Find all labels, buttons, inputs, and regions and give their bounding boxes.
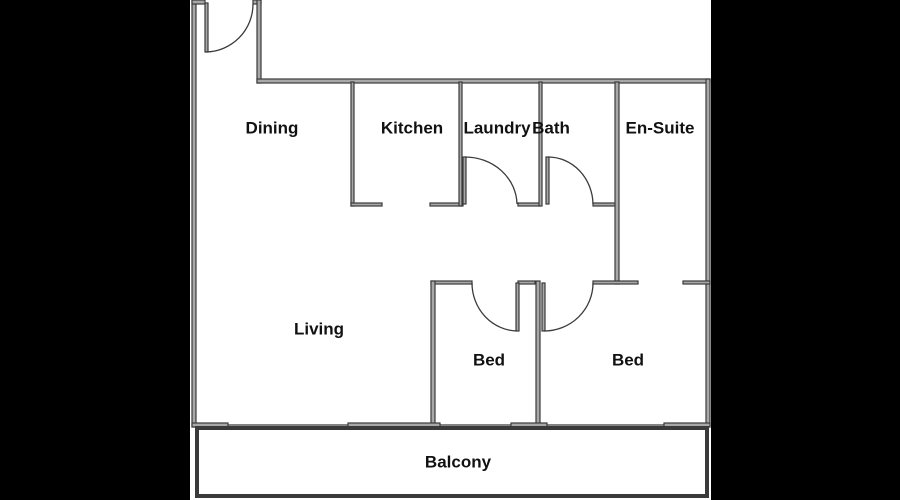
entry-corridor-wall bbox=[256, 0, 262, 84]
bed-divider-wall bbox=[535, 280, 541, 427]
label-living: Living bbox=[294, 319, 344, 338]
bed1-left-wall bbox=[430, 280, 436, 427]
entry-jamb-left bbox=[191, 0, 206, 5]
top-wall bbox=[256, 78, 711, 84]
label-bed-2: Bed bbox=[612, 350, 644, 369]
bed2-top-stub bbox=[682, 280, 711, 285]
label-balcony: Balcony bbox=[425, 452, 492, 471]
label-ensuite: En-Suite bbox=[626, 118, 695, 137]
ensuite-left-wall bbox=[614, 81, 620, 285]
label-kitchen: Kitchen bbox=[381, 118, 443, 137]
kitchen-stub-left bbox=[350, 202, 383, 207]
left-wall bbox=[191, 0, 197, 428]
right-wall bbox=[705, 78, 711, 428]
laundry-left-wall bbox=[458, 81, 463, 207]
bed1-door bbox=[471, 282, 520, 332]
bath-door bbox=[545, 156, 594, 205]
balcony-railing bbox=[195, 426, 709, 498]
laundry-stub bbox=[517, 202, 541, 207]
doors bbox=[204, 2, 594, 332]
label-laundry: Laundry bbox=[463, 118, 531, 137]
kitchen-left-wall bbox=[350, 81, 355, 207]
bath-left-wall bbox=[538, 81, 543, 207]
laundry-door bbox=[462, 156, 518, 205]
bed1-top-wall bbox=[430, 280, 473, 285]
bed2-top-wall bbox=[592, 280, 639, 285]
label-bed-1: Bed bbox=[473, 350, 505, 369]
label-dining: Dining bbox=[246, 118, 299, 137]
kitchen-stub-right bbox=[429, 202, 464, 207]
bed-divider-stub bbox=[517, 280, 536, 285]
bed2-door bbox=[541, 282, 594, 332]
entry-door bbox=[204, 2, 254, 53]
bath-stub bbox=[592, 202, 617, 207]
room-labels: Dining Kitchen Laundry Bath En-Suite Liv… bbox=[246, 118, 695, 471]
walls bbox=[191, 0, 711, 498]
label-bath: Bath bbox=[532, 118, 570, 137]
